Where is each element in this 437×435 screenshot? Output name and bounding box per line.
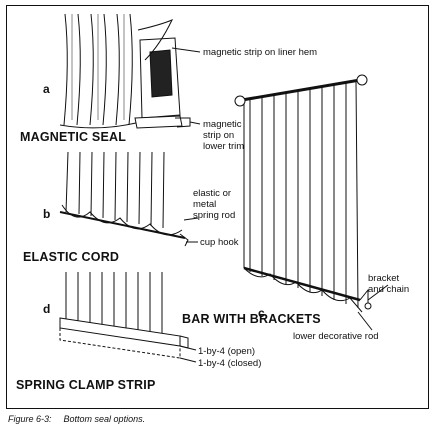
label-cup-hook: cup hook bbox=[200, 237, 239, 248]
caption-text: Bottom seal options. bbox=[63, 414, 146, 424]
leader-line bbox=[171, 47, 201, 53]
leader-line bbox=[183, 217, 199, 221]
panel-b-letter: b bbox=[43, 207, 51, 221]
leader-line bbox=[367, 284, 389, 301]
panel-d-title: SPRING CLAMP STRIP bbox=[16, 378, 156, 392]
label-1by4-closed: 1-by-4 (closed) bbox=[198, 358, 262, 369]
panel-c-drawing bbox=[234, 74, 372, 313]
panel-c-letter: c bbox=[258, 306, 265, 320]
label-1by4-open: 1-by-4 (open) bbox=[198, 346, 256, 357]
panel-c-title: BAR WITH BRACKETS bbox=[182, 312, 321, 326]
label-bracket-1: bracket bbox=[368, 273, 400, 284]
panel-a-letter: a bbox=[43, 82, 50, 96]
leader-line bbox=[179, 345, 197, 351]
leader-line bbox=[357, 311, 373, 331]
leader-line bbox=[189, 121, 201, 125]
label-magnetic-strip-liner: magnetic strip on liner hem bbox=[203, 47, 318, 58]
label-elastic-2: metal bbox=[193, 199, 217, 210]
label-lower-decorative-rod: lower decorative rod bbox=[293, 331, 379, 342]
label-magnetic-trim-1: magnetic bbox=[203, 119, 242, 130]
panel-b-drawing bbox=[59, 151, 189, 247]
panel-a-title: MAGNETIC SEAL bbox=[20, 130, 127, 144]
panel-d-drawing bbox=[59, 272, 189, 359]
label-elastic-1: elastic or bbox=[193, 188, 232, 199]
leader-line bbox=[179, 357, 197, 363]
panel-a-drawing bbox=[59, 13, 191, 129]
label-magnetic-trim-3: lower trim bbox=[203, 141, 245, 152]
figure-caption: Figure 6-3: Bottom seal options. bbox=[8, 414, 145, 424]
panel-b-title: ELASTIC CORD bbox=[23, 250, 120, 264]
label-bracket-2: and chain bbox=[368, 284, 410, 295]
panel-d-letter: d bbox=[43, 302, 51, 316]
figure-frame bbox=[6, 5, 429, 409]
label-elastic-3: spring rod bbox=[193, 210, 236, 221]
label-magnetic-trim-2: strip on bbox=[203, 130, 235, 141]
caption-figure-number: Figure 6-3: bbox=[8, 414, 52, 424]
